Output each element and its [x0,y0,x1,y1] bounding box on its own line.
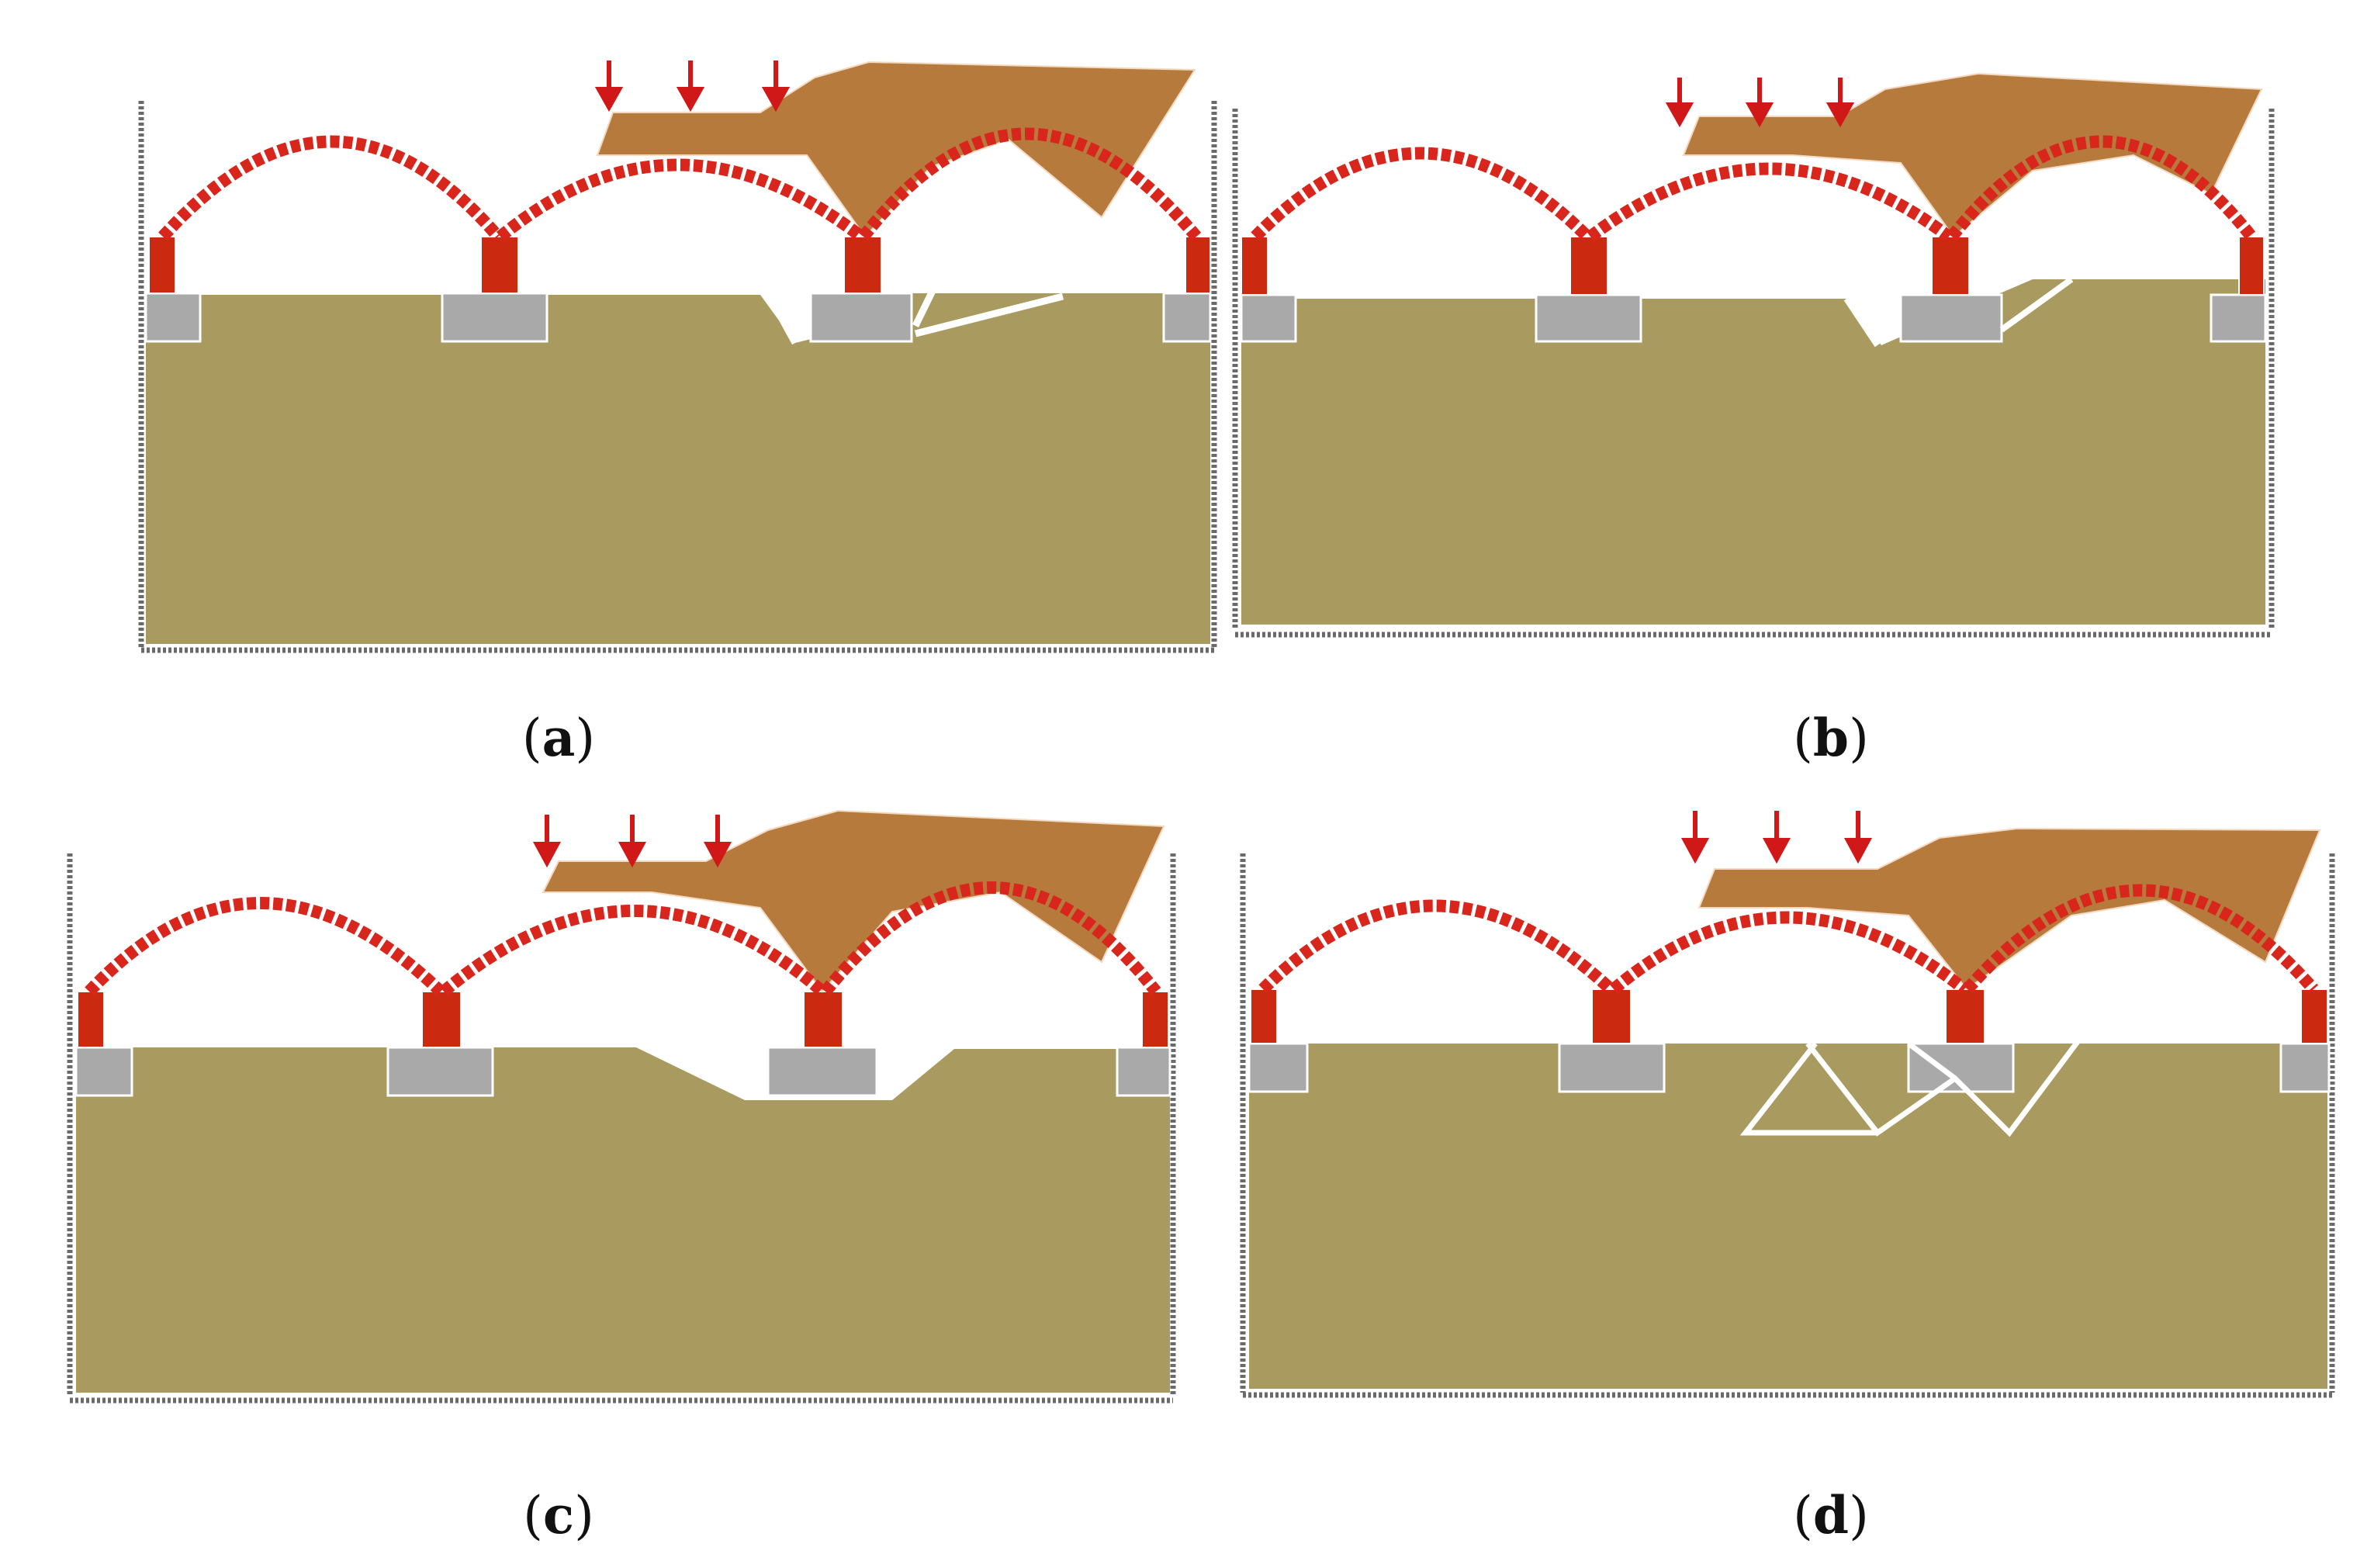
foundation-4 [1116,1046,1171,1097]
arch-3 [820,881,1161,996]
pier-1 [77,991,105,1048]
pier-1 [1250,988,1278,1044]
arch-2 [496,158,865,242]
pier-2 [421,991,462,1048]
foundation-3 [1899,293,2003,343]
caption-d: (d) [1793,1485,1869,1546]
pier-4 [1185,236,1211,294]
pier-1 [148,236,176,294]
pier-3 [803,991,843,1048]
arch-3 [1947,135,2257,241]
panel-d [1210,791,2343,1428]
backfill [1697,827,2321,991]
soil-body [1241,279,2265,625]
soil-crack [1739,1037,2082,1137]
caption-b: (b) [1793,708,1869,768]
load-arrows [1665,78,1855,128]
pier-2 [1591,988,1632,1044]
pier-3 [843,236,882,294]
arch-3 [858,127,1202,241]
caption-a: (a) [521,708,596,768]
arch-1 [85,897,445,996]
masonry-arch-model-b [1232,72,2275,638]
panel-b [1203,47,2335,667]
foundation-1 [1240,293,1297,343]
foundation-1 [1248,1042,1309,1093]
arch-1 [158,135,504,241]
arch-3 [1962,884,2319,994]
pier-4 [2238,236,2265,296]
pier-2 [480,236,519,294]
load-arrows [532,815,732,868]
foundation-3 [767,1046,878,1097]
pier-3 [1931,236,1970,296]
soil-body [76,1047,1170,1393]
backfill [596,61,1196,238]
panel-c [47,791,1179,1428]
soil-crack [1843,276,2074,348]
caption-c: (c) [523,1485,594,1546]
soil-crack [765,256,1064,345]
pier-2 [1569,236,1608,296]
arch-1 [1258,899,1615,994]
pier-4 [1141,991,1169,1048]
soil-body [1249,1044,2327,1389]
pier-1 [1241,236,1268,296]
soil-body [146,293,1210,644]
load-arrows [1680,811,1873,864]
pier-4 [2300,988,2328,1044]
masonry-arch-model-d [1240,811,2335,1398]
panel-a [93,47,1226,667]
masonry-arch-model-c [67,809,1176,1404]
foundation-3 [809,292,913,343]
arch-2 [1609,911,1968,995]
backfill [542,809,1165,993]
load-arrows [594,61,791,112]
arch-2 [439,905,827,997]
foundation-4 [2279,1042,2331,1093]
foundation-2 [1558,1042,1666,1093]
foundation-2 [386,1046,494,1097]
foundation-4 [2210,293,2267,343]
masonry-arch-model-a [138,61,1217,653]
foundation-2 [441,292,549,343]
arch-1 [1251,147,1592,241]
arch-2 [1587,162,1953,242]
foundation-2 [1535,293,1642,343]
foundation-1 [144,292,202,343]
foundation-1 [74,1046,133,1097]
pier-3 [1945,988,1985,1044]
